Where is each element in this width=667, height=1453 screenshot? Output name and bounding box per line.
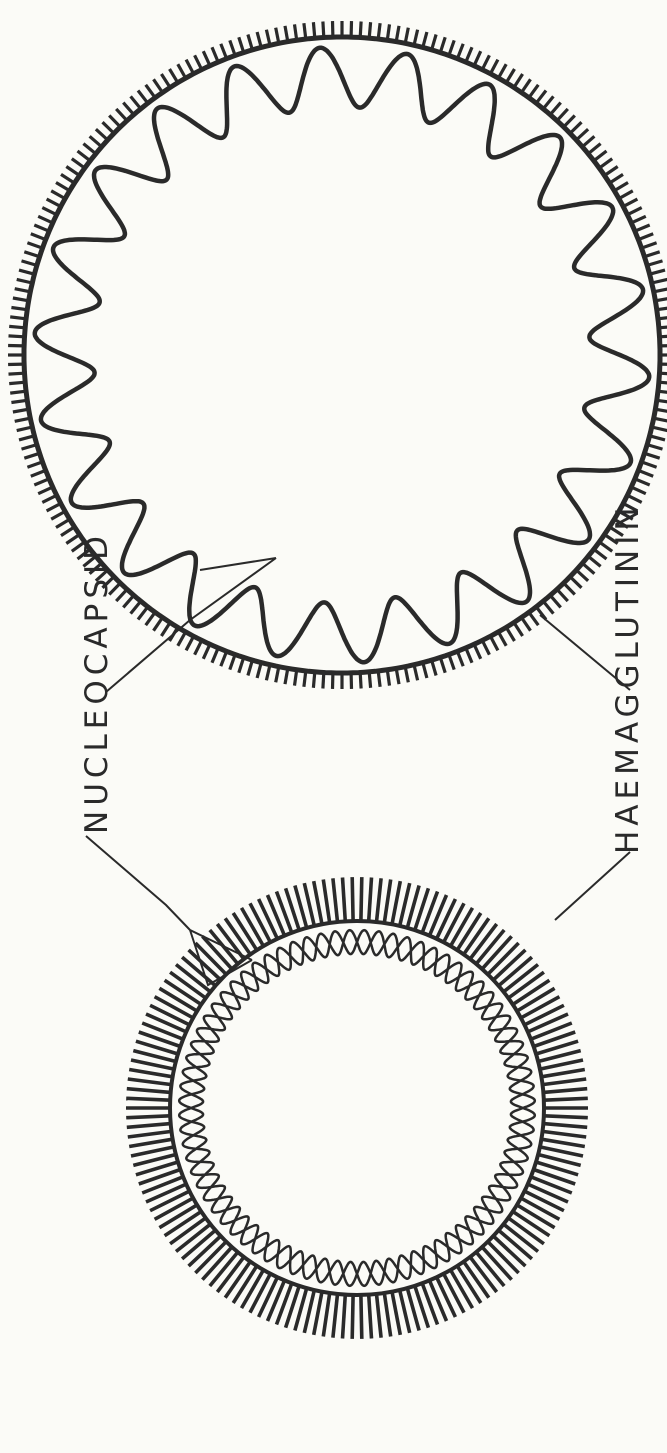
haemagglutinin-spike: [259, 1277, 278, 1317]
haemagglutinin-spike: [361, 877, 362, 921]
haemagglutinin-spike: [525, 1191, 564, 1211]
haemagglutinin-spike: [525, 1005, 564, 1025]
haemagglutinin-spike: [528, 1014, 568, 1032]
haemagglutinin-spike: [377, 1294, 382, 1338]
haemagglutinin-spike: [146, 1014, 186, 1032]
haemagglutinin-spike: [126, 1116, 170, 1118]
small-virion-nucleocapsid-strand-a: [179, 930, 535, 1286]
haemagglutinin-spike: [131, 1060, 174, 1069]
large-virion-nucleocapsid: [35, 48, 649, 662]
haemagglutinin-spike: [352, 877, 353, 921]
haemagglutinin-spike: [369, 878, 372, 922]
haemagglutinin-spike: [146, 1184, 186, 1202]
haemagglutinin-spike: [343, 878, 346, 922]
haemagglutinin-leader-bottom: [555, 852, 630, 920]
haemagglutinin-spike: [540, 1147, 583, 1156]
haemagglutinin-spike: [259, 899, 278, 939]
haemagglutinin-spike: [250, 1274, 270, 1313]
haemagglutinin-spike: [314, 1292, 322, 1335]
haemagglutinin-spike: [392, 881, 400, 924]
haemagglutinin-spike: [131, 1147, 174, 1156]
haemagglutinin-spike: [437, 1277, 456, 1317]
haemagglutinin-spike: [314, 881, 322, 924]
haemagglutinin-spike: [543, 1131, 587, 1137]
haemagglutinin-spike: [528, 1184, 568, 1202]
small-virion-envelope: [170, 921, 544, 1295]
large-virion-envelope: [24, 37, 660, 673]
haemagglutinin-spike: [150, 1191, 189, 1211]
haemagglutinin-spike: [437, 899, 456, 939]
haemagglutinin-spike: [127, 1089, 171, 1093]
haemagglutinin-spike: [540, 1060, 583, 1069]
haemagglutinin-spike: [323, 880, 329, 924]
haemagglutinin-spike: [128, 1131, 172, 1137]
haemagglutinin-spike: [343, 1295, 346, 1339]
haemagglutinin-spike: [444, 903, 464, 942]
haemagglutinin-spike: [392, 1292, 400, 1335]
haemagglutinin-spike: [541, 1139, 584, 1146]
haemagglutinin-spike: [369, 1295, 372, 1339]
haemagglutinin-spike: [126, 1098, 170, 1100]
haemagglutinin-spike: [333, 878, 338, 922]
haemagglutinin-spike: [323, 1293, 329, 1337]
haemagglutinin-spike: [129, 1139, 172, 1146]
haemagglutinin-spike: [543, 1079, 587, 1085]
haemagglutinin-spike: [444, 1274, 464, 1313]
haemagglutinin-spike: [543, 1124, 587, 1128]
haemagglutinin-spike: [544, 1098, 588, 1100]
nucleocapsid-label: NUCLEOCAPSID: [79, 531, 115, 834]
haemagglutinin-spike: [384, 1293, 390, 1337]
haemagglutinin-spike: [541, 1070, 584, 1077]
haemagglutinin-label: HAEMAGGLUTININ: [610, 502, 646, 854]
haemagglutinin-spike: [129, 1070, 172, 1077]
haemagglutinin-spike: [250, 903, 270, 942]
small-virion-nucleocapsid-strand-b: [179, 930, 535, 1286]
haemagglutinin-spike: [128, 1079, 172, 1085]
haemagglutinin-spike: [333, 1294, 338, 1338]
haemagglutinin-spike: [352, 1295, 353, 1339]
haemagglutinin-spike: [544, 1116, 588, 1118]
haemagglutinin-spike: [361, 1295, 362, 1339]
haemagglutinin-spike: [543, 1089, 587, 1093]
haemagglutinin-spike: [127, 1124, 171, 1128]
haemagglutinin-spike: [377, 878, 382, 922]
haemagglutinin-spike: [384, 880, 390, 924]
haemagglutinin-spike: [150, 1005, 189, 1025]
